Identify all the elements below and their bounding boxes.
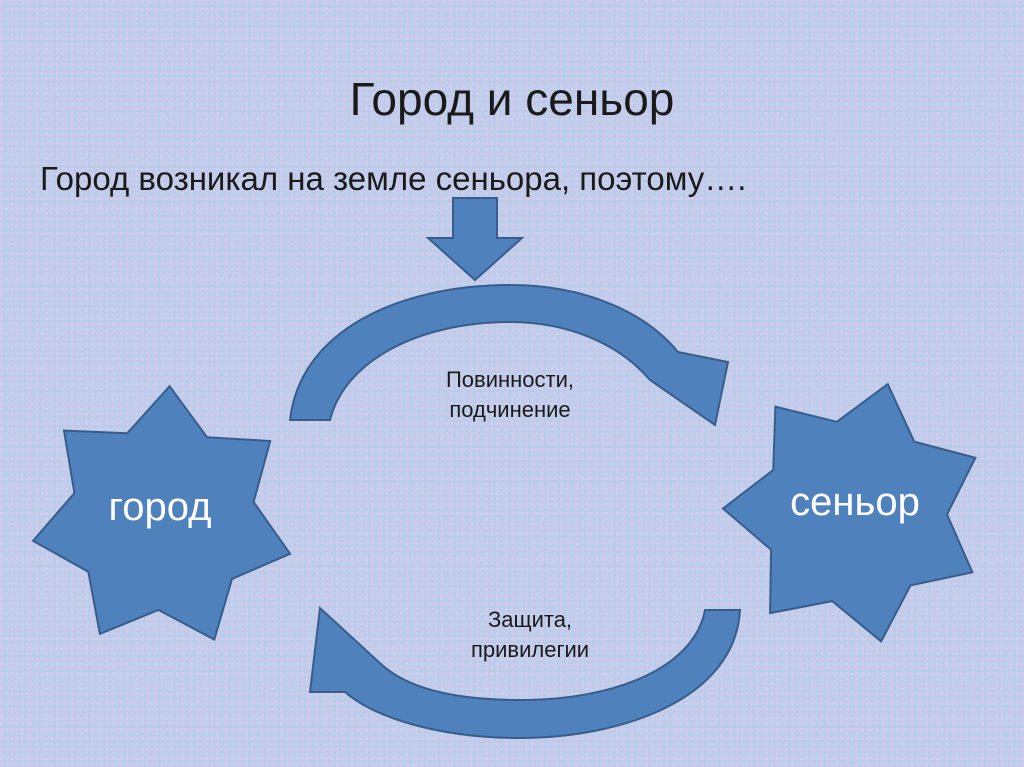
- slide-title: Город и сеньор: [349, 73, 675, 125]
- top-arrow-label: Повинности, подчинение: [400, 365, 620, 425]
- bottom-arrow-label-line1: Защита,: [487, 607, 573, 632]
- city-node-label: город: [108, 485, 212, 529]
- seigneur-node-label: сеньор: [790, 480, 920, 524]
- slide-subtitle: Город возникал на земле сеньора, поэтому…: [40, 160, 747, 197]
- top-arrow-label-line1: Повинности,: [445, 367, 575, 392]
- bottom-arrow-label: Защита, привилегии: [420, 605, 640, 665]
- city-star-shape: [31, 384, 292, 642]
- bottom-curved-arrow: [308, 605, 742, 740]
- bottom-arrow-label-line2: привилегии: [470, 637, 590, 662]
- down-arrow: [425, 197, 525, 282]
- top-arrow-label-line2: подчинение: [449, 397, 571, 422]
- seigneur-star-shape: [721, 382, 977, 643]
- top-curved-arrow: [288, 283, 730, 427]
